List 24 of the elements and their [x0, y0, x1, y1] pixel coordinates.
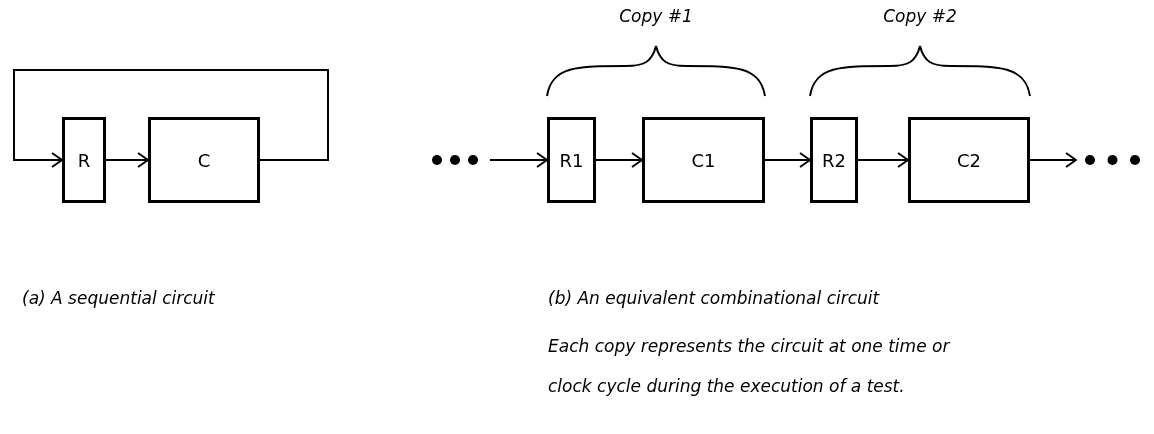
box-label: C2 — [957, 149, 981, 171]
arrow — [489, 152, 548, 168]
register-box — [62, 117, 106, 203]
box-label: C1 — [691, 149, 716, 171]
box-label: R — [77, 149, 91, 171]
arrow — [1029, 152, 1077, 168]
logic-box — [908, 117, 1030, 203]
copy-label: Copy #2 — [883, 6, 957, 26]
caption: Each copy represents the circuit at one time or clock cycle during the execution of a test. — [548, 335, 952, 398]
arrow — [105, 152, 149, 168]
box-label: R2 — [822, 149, 846, 171]
register-box — [810, 117, 858, 203]
copy-label: Copy #1 — [619, 6, 693, 26]
caption: (a) A sequential circuit — [22, 288, 215, 308]
arrow — [764, 152, 811, 168]
logic-box — [642, 117, 765, 203]
box-label: R1 — [559, 149, 584, 171]
logic-box — [148, 117, 260, 203]
arrow — [13, 69, 329, 168]
caption: (b) An equivalent combinational circuit — [548, 288, 880, 308]
arrow — [595, 152, 643, 168]
box-label: C — [197, 149, 211, 171]
arrow — [857, 152, 909, 168]
register-box — [547, 117, 596, 203]
